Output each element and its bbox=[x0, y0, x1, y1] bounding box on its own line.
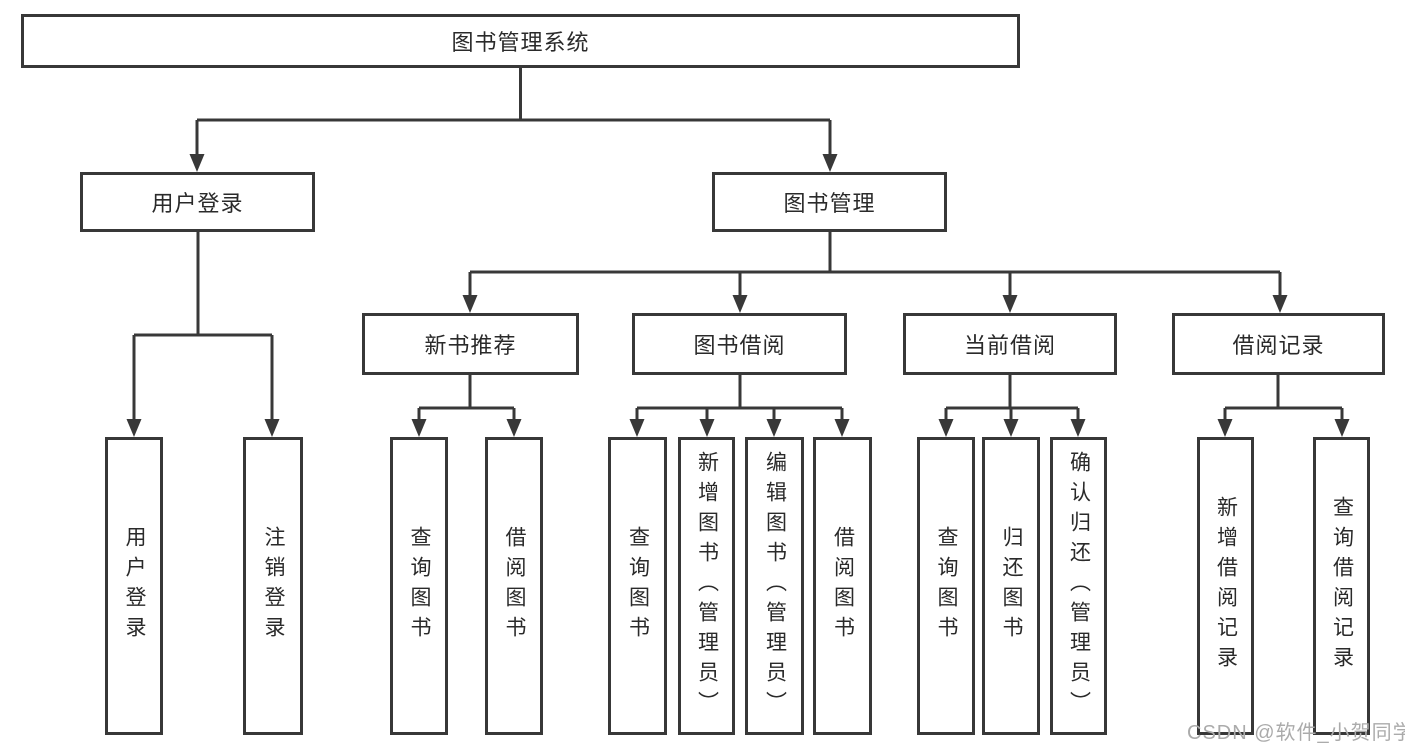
node-leaf-add-borrow-record-label: 新增借阅记录 bbox=[1214, 496, 1238, 676]
node-borrowing-records-label: 借阅记录 bbox=[1232, 333, 1325, 358]
node-leaf-add-books-admin-label: 新增图书（管理员） bbox=[695, 451, 719, 721]
arrow-down-icon bbox=[411, 419, 427, 437]
node-leaf-query-books-1: 查询图书 bbox=[390, 437, 448, 735]
node-leaf-confirm-return-admin: 确认归还（管理员） bbox=[1050, 437, 1107, 735]
arrow-down-icon bbox=[1003, 419, 1019, 437]
node-current-borrowing-label: 当前借阅 bbox=[963, 333, 1056, 358]
arrow-down-icon bbox=[629, 419, 645, 437]
node-root-label: 图书管理系统 bbox=[451, 30, 590, 55]
node-leaf-borrow-books-2-label: 借阅图书 bbox=[831, 526, 855, 646]
node-book-borrowing: 图书借阅 bbox=[632, 313, 847, 375]
node-book-management: 图书管理 bbox=[712, 172, 947, 232]
arrow-down-icon bbox=[1070, 419, 1086, 437]
node-user-login-label: 用户登录 bbox=[151, 191, 244, 216]
arrow-down-icon bbox=[699, 419, 715, 437]
connector-book-borrowing-to-leaves bbox=[635, 375, 844, 420]
node-leaf-add-books-admin: 新增图书（管理员） bbox=[678, 437, 735, 735]
node-leaf-query-books-2: 查询图书 bbox=[608, 437, 667, 735]
node-leaf-edit-books-admin: 编辑图书（管理员） bbox=[745, 437, 804, 735]
connector-book-management-to-level3 bbox=[468, 232, 1282, 296]
arrow-down-icon bbox=[834, 419, 850, 437]
node-root: 图书管理系统 bbox=[21, 14, 1020, 68]
node-leaf-confirm-return-admin-label: 确认归还（管理员） bbox=[1067, 451, 1091, 721]
connector-user-login-to-leaves bbox=[132, 232, 274, 420]
arrow-down-icon bbox=[1002, 295, 1018, 313]
node-leaf-return-books: 归还图书 bbox=[982, 437, 1040, 735]
node-leaf-edit-books-admin-label: 编辑图书（管理员） bbox=[763, 451, 787, 721]
node-leaf-borrow-books-1-label: 借阅图书 bbox=[503, 526, 526, 646]
csdn-watermark: CSDN @软件_小贺同学 bbox=[1187, 722, 1405, 744]
arrow-down-icon bbox=[126, 419, 142, 437]
arrow-down-icon bbox=[822, 154, 838, 172]
arrow-down-icon bbox=[1217, 419, 1233, 437]
node-leaf-add-borrow-record: 新增借阅记录 bbox=[1197, 437, 1254, 735]
arrow-down-icon bbox=[189, 154, 205, 172]
connector-borrowing-records-to-leaves bbox=[1223, 375, 1344, 420]
node-borrowing-records: 借阅记录 bbox=[1172, 313, 1385, 375]
arrow-down-icon bbox=[462, 295, 478, 313]
connector-new-book-recommendation-to-leaves bbox=[417, 375, 516, 420]
node-leaf-logout: 注销登录 bbox=[243, 437, 303, 735]
node-leaf-query-books-3: 查询图书 bbox=[917, 437, 975, 735]
arrow-down-icon bbox=[1334, 419, 1350, 437]
arrow-down-icon bbox=[732, 295, 748, 313]
node-leaf-logout-label: 注销登录 bbox=[262, 526, 285, 646]
node-leaf-query-books-2-label: 查询图书 bbox=[626, 526, 650, 646]
arrow-down-icon bbox=[938, 419, 954, 437]
node-book-management-label: 图书管理 bbox=[783, 191, 876, 216]
node-leaf-user-login-label: 用户登录 bbox=[123, 526, 146, 646]
arrow-down-icon bbox=[1272, 295, 1288, 313]
arrowheads bbox=[126, 154, 1350, 437]
connector-current-borrowing-to-leaves bbox=[944, 375, 1080, 420]
node-leaf-borrow-books-1: 借阅图书 bbox=[485, 437, 543, 735]
connector-root-to-level2 bbox=[195, 68, 832, 155]
node-leaf-user-login: 用户登录 bbox=[105, 437, 163, 735]
node-user-login: 用户登录 bbox=[80, 172, 315, 232]
node-leaf-return-books-label: 归还图书 bbox=[1000, 526, 1023, 646]
node-leaf-query-borrow-record-label: 查询借阅记录 bbox=[1330, 496, 1354, 676]
node-new-book-recommendation: 新书推荐 bbox=[362, 313, 579, 375]
arrow-down-icon bbox=[506, 419, 522, 437]
arrow-down-icon bbox=[766, 419, 782, 437]
arrow-down-icon bbox=[264, 419, 280, 437]
node-leaf-query-books-3-label: 查询图书 bbox=[935, 526, 958, 646]
node-leaf-query-borrow-record: 查询借阅记录 bbox=[1313, 437, 1370, 735]
node-new-book-recommendation-label: 新书推荐 bbox=[424, 333, 517, 358]
node-leaf-query-books-1-label: 查询图书 bbox=[408, 526, 431, 646]
node-leaf-borrow-books-2: 借阅图书 bbox=[813, 437, 872, 735]
node-current-borrowing: 当前借阅 bbox=[903, 313, 1117, 375]
node-book-borrowing-label: 图书借阅 bbox=[693, 333, 786, 358]
